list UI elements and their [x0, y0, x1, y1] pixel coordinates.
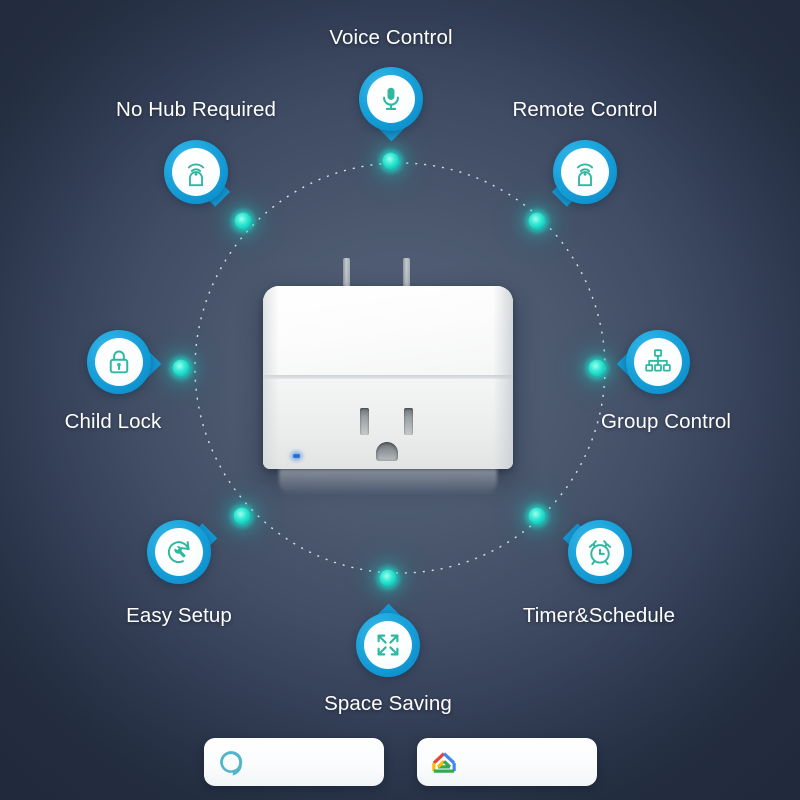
- plug-left-shadow: [263, 286, 279, 469]
- pin-disc-easy-setup: [155, 528, 203, 576]
- orbit-node-space-saving: [379, 569, 397, 587]
- feature-label-remote-control: Remote Control: [512, 98, 658, 121]
- wrench-refresh-icon: [164, 537, 194, 567]
- hierarchy-icon: [643, 347, 673, 377]
- feature-pin-space-saving[interactable]: [356, 603, 420, 677]
- plug-right-shadow: [493, 286, 513, 469]
- orbit-node-no-hub-required: [234, 212, 252, 230]
- status-led-indicator: [293, 454, 300, 458]
- expand-arrows-icon: [373, 630, 403, 660]
- feature-label-no-hub-required: No Hub Required: [116, 98, 276, 121]
- pin-disc-voice-control: [367, 75, 415, 123]
- badge-google-home[interactable]: [416, 738, 597, 786]
- smart-plug-product-image: [263, 258, 513, 495]
- pin-disc-child-lock: [95, 338, 143, 386]
- wifi-router-icon: [181, 157, 211, 187]
- feature-label-space-saving: Space Saving: [324, 692, 452, 715]
- orbit-node-group-control: [588, 359, 606, 377]
- feature-pin-remote-control[interactable]: [551, 140, 617, 207]
- orbit-node-timer-schedule: [528, 507, 546, 525]
- outlet-slot-right: [404, 408, 413, 435]
- feature-pin-group-control[interactable]: [616, 330, 690, 394]
- feature-pin-no-hub-required[interactable]: [164, 140, 230, 207]
- orbit-node-child-lock: [172, 359, 190, 377]
- plug-prong-right: [403, 258, 410, 292]
- feature-label-child-lock: Child Lock: [64, 410, 162, 433]
- google-home-logo: [430, 748, 458, 776]
- compatibility-badges: [0, 738, 800, 786]
- plug-reflection: [279, 469, 497, 495]
- feature-label-timer-schedule: Timer&Schedule: [522, 604, 676, 627]
- outlet-slot-left: [360, 408, 369, 435]
- feature-label-easy-setup: Easy Setup: [126, 604, 232, 627]
- feature-pin-easy-setup[interactable]: [147, 520, 217, 584]
- badge-alexa[interactable]: [203, 738, 384, 786]
- pin-disc-no-hub-required: [172, 148, 220, 196]
- feature-pin-voice-control[interactable]: [359, 67, 423, 141]
- microphone-icon: [376, 84, 406, 114]
- feature-pin-timer-schedule[interactable]: [562, 520, 632, 584]
- plug-upper-shell: [263, 286, 513, 378]
- pin-disc-remote-control: [561, 148, 609, 196]
- plug-prong-left: [343, 258, 350, 292]
- alarm-clock-icon: [585, 537, 615, 567]
- orbit-node-voice-control: [382, 152, 400, 170]
- pin-disc-group-control: [634, 338, 682, 386]
- wifi-router-icon: [570, 157, 600, 187]
- orbit-node-remote-control: [528, 212, 546, 230]
- feature-pin-child-lock[interactable]: [87, 330, 161, 394]
- plug-body: [263, 286, 513, 469]
- amazon-alexa-logo: [217, 748, 245, 776]
- feature-label-group-control: Group Control: [600, 410, 732, 433]
- pin-disc-space-saving: [364, 621, 412, 669]
- orbit-node-easy-setup: [233, 507, 251, 525]
- outlet-ground-hole: [376, 442, 398, 461]
- pin-disc-timer-schedule: [576, 528, 624, 576]
- plug-seam: [263, 375, 513, 381]
- padlock-icon: [104, 347, 134, 377]
- feature-label-voice-control: Voice Control: [329, 26, 453, 49]
